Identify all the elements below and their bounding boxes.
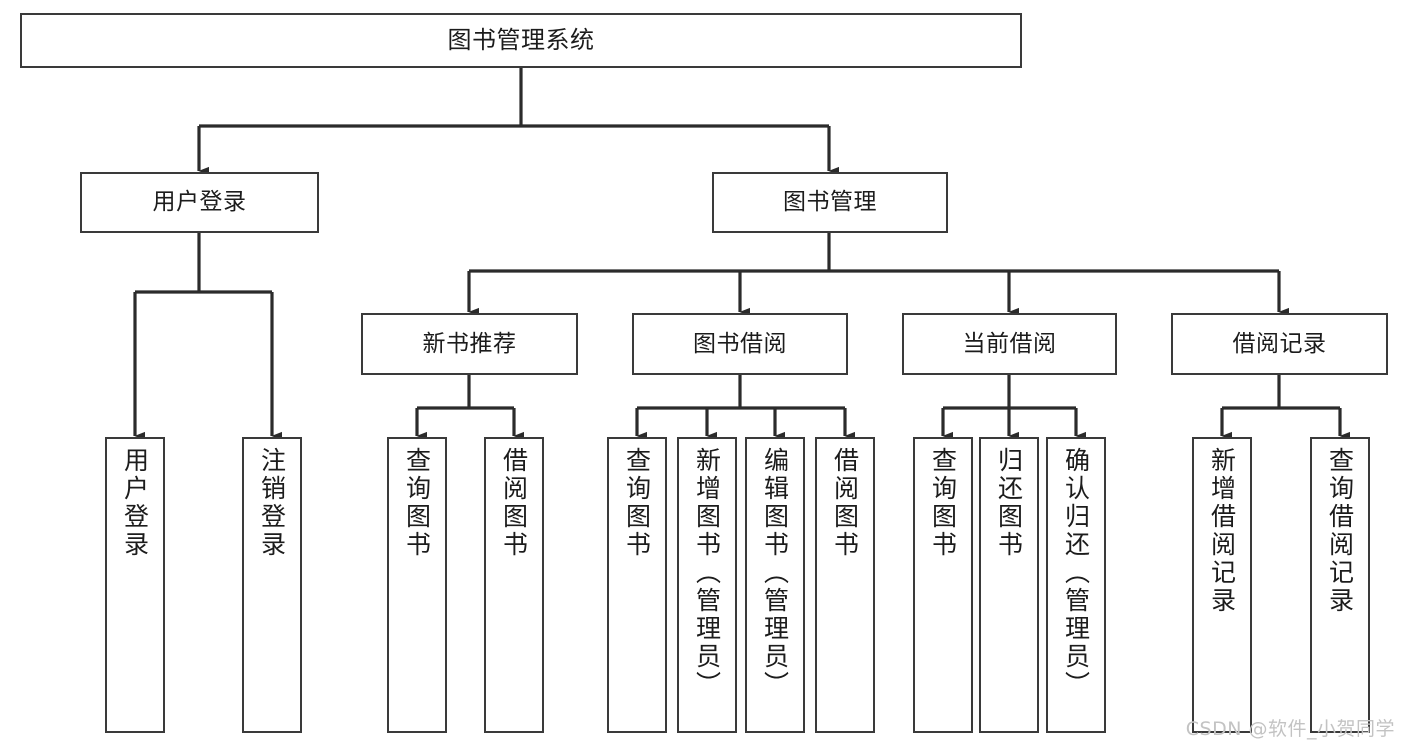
leaf-new-book-borrow-book[interactable]: 借阅图书: [484, 437, 544, 733]
node-label: 归还图书: [994, 447, 1024, 559]
node-new-book-recommend[interactable]: 新书推荐: [361, 313, 578, 375]
node-label: 新增图书（管理员）: [692, 447, 722, 699]
node-label: 新书推荐: [422, 330, 517, 357]
node-label: 借阅图书: [830, 447, 860, 559]
node-label: 图书管理系统: [447, 25, 595, 54]
node-label: 图书借阅: [693, 330, 787, 357]
watermark-text: CSDN @软件_小贺同学: [1185, 718, 1395, 740]
node-label: 查询借阅记录: [1325, 447, 1355, 615]
node-label: 当前借阅: [962, 330, 1057, 357]
leaf-current-borrow-confirm-return-admin[interactable]: 确认归还（管理员）: [1046, 437, 1106, 733]
leaf-current-borrow-query-book[interactable]: 查询图书: [913, 437, 973, 733]
leaf-book-borrow-borrow-book[interactable]: 借阅图书: [815, 437, 875, 733]
node-label: 查询图书: [402, 447, 432, 559]
node-user-login[interactable]: 用户登录: [80, 172, 319, 233]
node-label: 注销登录: [257, 447, 287, 559]
node-book-management[interactable]: 图书管理: [712, 172, 948, 233]
node-book-borrow[interactable]: 图书借阅: [632, 313, 848, 375]
leaf-book-borrow-edit-book-admin[interactable]: 编辑图书（管理员）: [745, 437, 805, 733]
leaf-new-book-query-book[interactable]: 查询图书: [387, 437, 447, 733]
leaf-current-borrow-return-book[interactable]: 归还图书: [979, 437, 1039, 733]
node-current-borrow[interactable]: 当前借阅: [902, 313, 1117, 375]
node-label: 查询图书: [928, 447, 958, 559]
node-label: 借阅记录: [1232, 330, 1327, 357]
node-label: 用户登录: [152, 189, 247, 216]
node-root-library-system[interactable]: 图书管理系统: [20, 13, 1022, 68]
node-label: 查询图书: [622, 447, 652, 559]
leaf-book-borrow-add-book-admin[interactable]: 新增图书（管理员）: [677, 437, 737, 733]
node-label: 用户登录: [120, 447, 150, 559]
node-label: 编辑图书（管理员）: [760, 447, 790, 699]
node-label: 借阅图书: [499, 447, 529, 559]
node-borrow-record[interactable]: 借阅记录: [1171, 313, 1388, 375]
leaf-user-login-logout[interactable]: 注销登录: [242, 437, 302, 733]
leaf-book-borrow-query-book[interactable]: 查询图书: [607, 437, 667, 733]
node-label: 新增借阅记录: [1207, 447, 1237, 615]
leaf-borrow-record-add-record[interactable]: 新增借阅记录: [1192, 437, 1252, 733]
leaf-borrow-record-query-record[interactable]: 查询借阅记录: [1310, 437, 1370, 733]
leaf-user-login-login[interactable]: 用户登录: [105, 437, 165, 733]
node-label: 图书管理: [783, 189, 877, 216]
node-label: 确认归还（管理员）: [1061, 447, 1091, 699]
